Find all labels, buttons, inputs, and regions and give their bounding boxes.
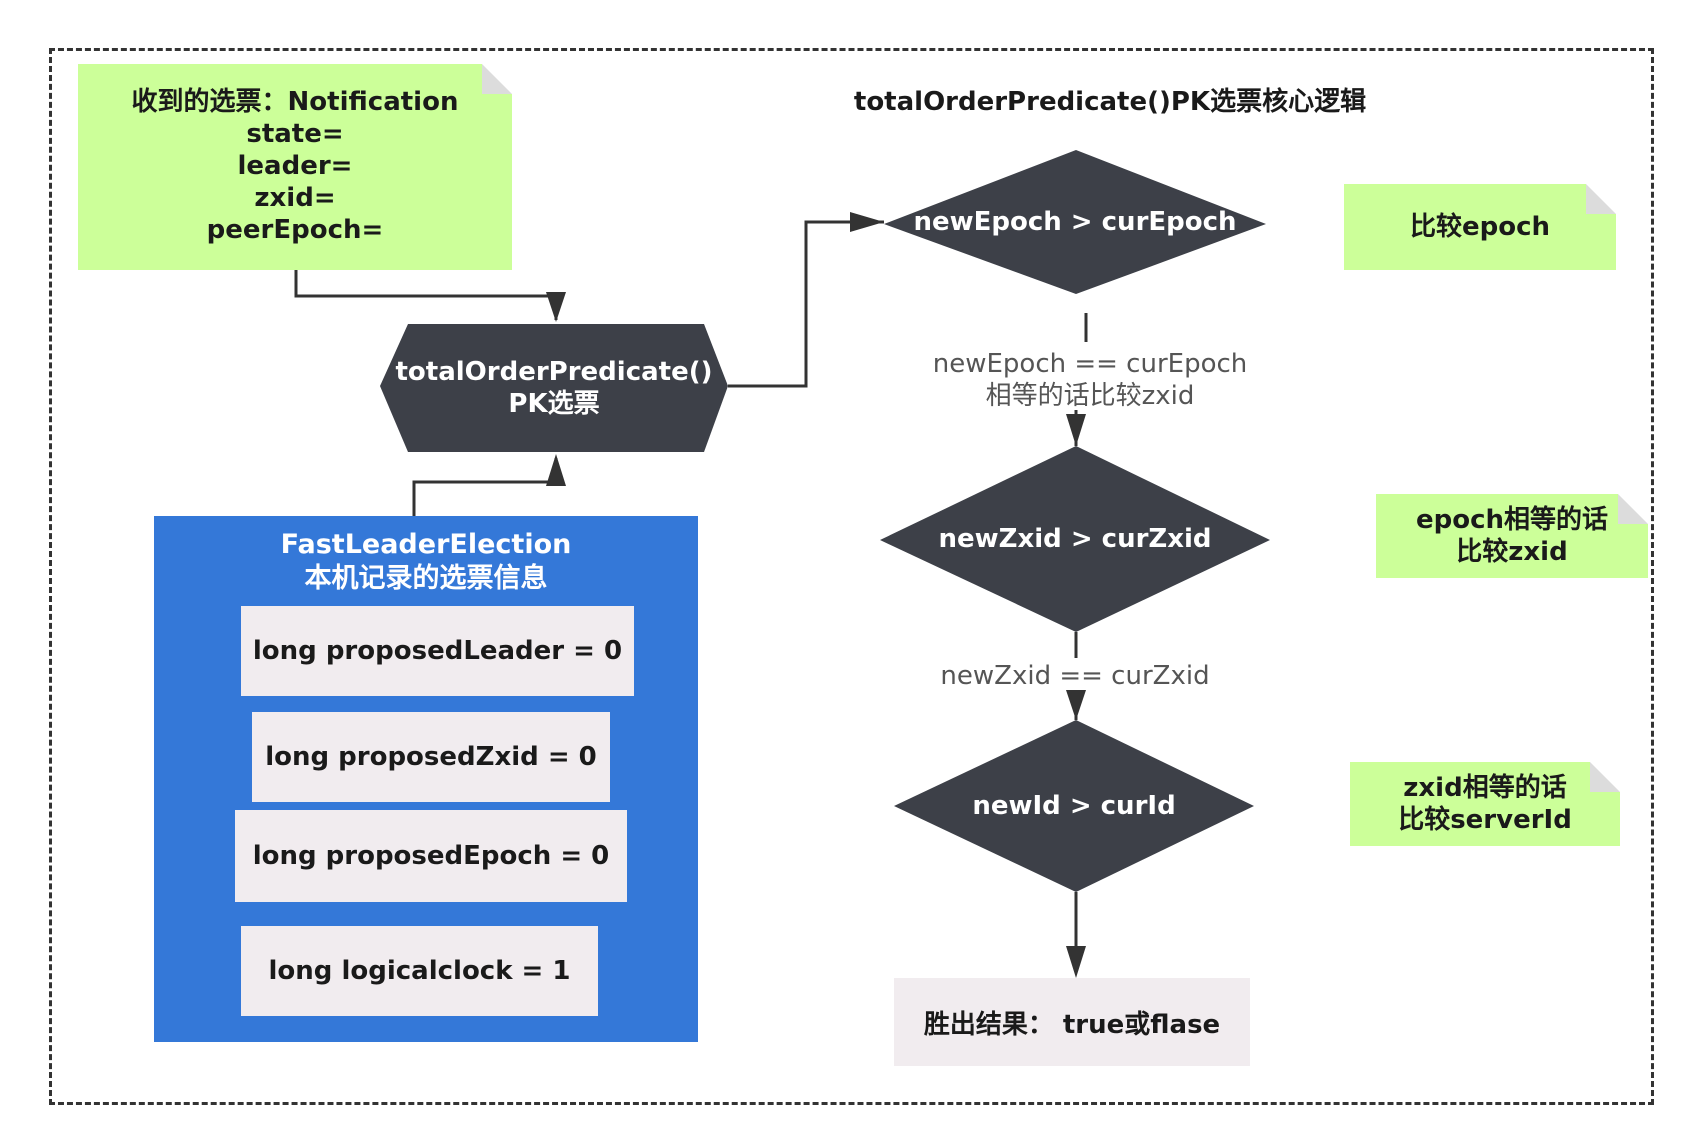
edge-label-zxid-equal: newZxid == curZxid bbox=[940, 661, 1210, 691]
side-note-line: 比较serverId bbox=[1398, 805, 1572, 835]
note-fold bbox=[482, 64, 512, 94]
note-fold bbox=[1618, 494, 1648, 524]
decision-epoch-text: newEpoch > curEpoch bbox=[913, 207, 1237, 237]
side-note-epoch-text: 比较epoch bbox=[1344, 184, 1616, 270]
local-vote-title-line: FastLeaderElection bbox=[280, 529, 572, 560]
edge-notification-to-pk bbox=[294, 270, 558, 320]
notification-line: state= bbox=[246, 119, 344, 149]
field-proposed-zxid: long proposedZxid = 0 bbox=[252, 712, 610, 802]
edge-label-line: newEpoch == curEpoch bbox=[932, 349, 1248, 379]
pk-node-line: PK选票 bbox=[508, 389, 600, 419]
decision-id-shape bbox=[894, 720, 1254, 892]
arrow-head-id bbox=[1066, 690, 1086, 720]
local-vote-title-line: 本机记录的选票信息 bbox=[304, 563, 548, 594]
edge-localvote-to-pk bbox=[412, 458, 558, 516]
notification-line: 收到的选票：Notification bbox=[131, 87, 459, 117]
side-note-line: 比较epoch bbox=[1409, 212, 1551, 242]
side-note-zxid-text: epoch相等的话 比较zxid bbox=[1376, 494, 1648, 578]
pk-node-line: totalOrderPredicate() bbox=[395, 357, 713, 387]
outer-frame bbox=[49, 48, 1654, 1105]
side-note-zxid: epoch相等的话 比较zxid bbox=[1376, 494, 1648, 578]
decision-epoch-shape bbox=[884, 150, 1266, 294]
local-vote-title: FastLeaderElection 本机记录的选票信息 bbox=[154, 528, 698, 596]
result-box: 胜出结果： true或flase bbox=[894, 978, 1250, 1066]
pk-node-shape bbox=[380, 324, 728, 452]
decision-zxid-shape bbox=[880, 446, 1270, 632]
edge-pk-to-epoch bbox=[728, 220, 884, 388]
side-note-line: epoch相等的话 bbox=[1415, 505, 1609, 535]
edge-label-epoch-equal: newEpoch == curEpoch 相等的话比较zxid bbox=[900, 348, 1280, 412]
decision-zxid-text: newZxid > curZxid bbox=[938, 524, 1212, 554]
field-proposed-leader: long proposedLeader = 0 bbox=[241, 606, 634, 696]
notification-line: peerEpoch= bbox=[206, 215, 384, 245]
notification-line: zxid= bbox=[254, 183, 336, 213]
field-proposed-epoch: long proposedEpoch = 0 bbox=[235, 810, 627, 902]
note-fold bbox=[1590, 762, 1620, 792]
edge-label-line: 相等的话比较zxid bbox=[985, 381, 1195, 411]
arrow-head-zxid bbox=[1066, 414, 1086, 446]
side-note-line: 比较zxid bbox=[1456, 537, 1568, 567]
arrow-head-localvote bbox=[546, 454, 566, 486]
pk-node-text: totalOrderPredicate() PK选票 bbox=[380, 324, 728, 452]
arrow-head-epoch bbox=[850, 212, 884, 232]
notification-line: leader= bbox=[237, 151, 353, 181]
decision-id-text: newId > curId bbox=[972, 791, 1176, 821]
side-note-epoch: 比较epoch bbox=[1344, 184, 1616, 270]
notification-note: 收到的选票：Notification state= leader= zxid= … bbox=[78, 64, 512, 270]
side-note-serverid-text: zxid相等的话 比较serverId bbox=[1350, 762, 1620, 846]
note-fold bbox=[1586, 184, 1616, 214]
arrow-head-result bbox=[1066, 946, 1086, 978]
diagram-title: totalOrderPredicate()PK选票核心逻辑 bbox=[853, 87, 1367, 117]
side-note-line: zxid相等的话 bbox=[1403, 773, 1567, 803]
field-logical-clock: long logicalclock = 1 bbox=[241, 926, 598, 1016]
arrow-head-notification bbox=[546, 292, 566, 322]
notification-note-text: 收到的选票：Notification state= leader= zxid= … bbox=[78, 86, 512, 246]
side-note-serverid: zxid相等的话 比较serverId bbox=[1350, 762, 1620, 846]
